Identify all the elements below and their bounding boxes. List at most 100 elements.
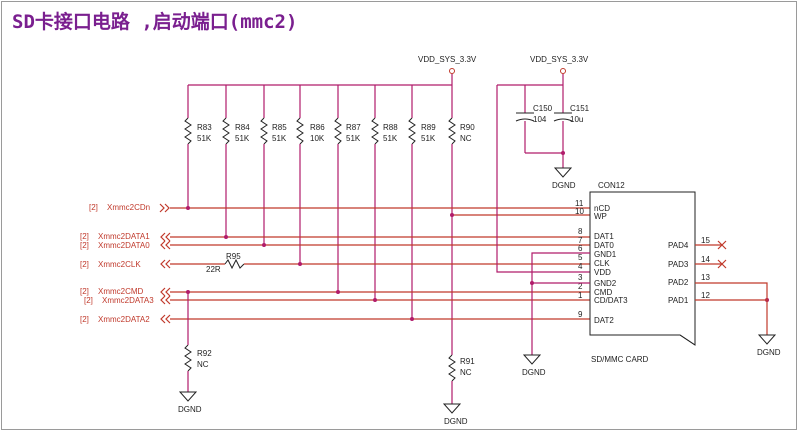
pullup-rail bbox=[188, 74, 453, 86]
resistor-r90: R90 NC bbox=[448, 85, 475, 355]
pin-num-7: 7 bbox=[578, 236, 583, 245]
pin-name-clk: CLK bbox=[594, 259, 610, 268]
net-name-data2: Xmmc2DATA2 bbox=[98, 315, 150, 324]
pin-num-2: 2 bbox=[578, 282, 583, 291]
resistor-r89: R89 51K bbox=[408, 85, 436, 319]
r87-ref: R87 bbox=[346, 123, 361, 132]
r91-ref: R91 bbox=[460, 357, 475, 366]
r84-value: 51K bbox=[235, 134, 250, 143]
r95-ref: R95 bbox=[226, 252, 241, 261]
r83-ref: R83 bbox=[197, 123, 212, 132]
ground-label-pads: DGND bbox=[757, 348, 781, 357]
pin-name-dat0: DAT0 bbox=[594, 241, 614, 250]
resistor-r88: R88 51K bbox=[371, 85, 398, 300]
r92-value: NC bbox=[197, 360, 209, 369]
resistor-r87: R87 51K bbox=[334, 85, 361, 292]
net-port-data3: [2] Xmmc2DATA3 bbox=[84, 295, 171, 305]
power-label-left: VDD_SYS_3.3V bbox=[418, 55, 477, 64]
pin-name-pad1: PAD1 bbox=[668, 296, 689, 305]
r85-ref: R85 bbox=[272, 123, 287, 132]
ground-label-r91: DGND bbox=[444, 417, 468, 426]
pin-name-dat2: DAT2 bbox=[594, 316, 614, 325]
net-tag-cmd: [2] bbox=[80, 287, 89, 296]
r90-value: NC bbox=[460, 134, 472, 143]
resistor-r91: R91 NC DGND bbox=[442, 354, 475, 426]
c150-value: 104 bbox=[533, 115, 547, 124]
pin-name-pad4: PAD4 bbox=[668, 241, 689, 250]
resistor-r92: R92 NC DGND bbox=[178, 344, 212, 414]
resistor-r83: R83 51K bbox=[184, 85, 212, 208]
pin-num-11: 11 bbox=[575, 199, 584, 208]
pin-num-13: 13 bbox=[701, 273, 710, 282]
pin-name-wp: WP bbox=[594, 212, 607, 221]
pin-num-8: 8 bbox=[578, 227, 583, 236]
capacitor-c150: C150 104 bbox=[515, 85, 553, 153]
power-symbol-left: VDD_SYS_3.3V bbox=[418, 55, 477, 74]
power-label-right: VDD_SYS_3.3V bbox=[530, 55, 589, 64]
net-port-clk: [2] Xmmc2CLK bbox=[80, 259, 171, 269]
pin-name-cmd: CMD bbox=[594, 288, 612, 297]
pin-num-15: 15 bbox=[701, 236, 710, 245]
r89-ref: R89 bbox=[421, 123, 436, 132]
net-tag-cdn: [2] bbox=[89, 203, 98, 212]
connector-left-pins: 11 nCD 10 WP 8 DAT1 7 DAT0 6 GND1 5 CLK … bbox=[575, 199, 628, 325]
page-title: SD卡接口电路 ,启动端口(mmc2) bbox=[12, 10, 297, 33]
pin-num-5: 5 bbox=[578, 253, 583, 262]
net-name-cdn: Xmmc2CDn bbox=[107, 203, 150, 212]
net-name-clk: Xmmc2CLK bbox=[98, 260, 141, 269]
connector-right-pins: PAD4 15 PAD3 14 PAD2 13 PAD1 12 DGND bbox=[668, 236, 781, 357]
pin-num-4: 4 bbox=[578, 262, 583, 271]
resistor-r85: R85 51K bbox=[260, 85, 287, 245]
c151-value: 10u bbox=[570, 115, 583, 124]
net-ports: [2] Xmmc2CDn [2] Xmmc2DATA1 [2] Xmmc2DAT… bbox=[80, 203, 171, 324]
net-tag-data2: [2] bbox=[80, 315, 89, 324]
pin-num-6: 6 bbox=[578, 244, 583, 253]
r86-value: 10K bbox=[310, 134, 325, 143]
net-name-data0: Xmmc2DATA0 bbox=[98, 241, 150, 250]
ground-label-gnd: DGND bbox=[522, 368, 546, 377]
net-tag-data1: [2] bbox=[80, 232, 89, 241]
net-name-data3: Xmmc2DATA3 bbox=[102, 296, 154, 305]
connector-ref: CON12 bbox=[598, 181, 625, 190]
r92-ref: R92 bbox=[197, 349, 212, 358]
ground-label-r92: DGND bbox=[178, 405, 202, 414]
net-port-data2: [2] Xmmc2DATA2 bbox=[80, 314, 171, 324]
ground-label-caps: DGND bbox=[552, 181, 576, 190]
pin-name-vdd: VDD bbox=[594, 268, 611, 277]
resistor-r84: R84 51K bbox=[222, 85, 250, 237]
net-name-cmd: Xmmc2CMD bbox=[98, 287, 144, 296]
pin-name-dat1: DAT1 bbox=[594, 232, 614, 241]
resistor-r86: R86 10K bbox=[296, 85, 325, 264]
net-name-data1: Xmmc2DATA1 bbox=[98, 232, 150, 241]
r83-value: 51K bbox=[197, 134, 212, 143]
pin-num-12: 12 bbox=[701, 291, 710, 300]
r88-value: 51K bbox=[383, 134, 398, 143]
c150-ref: C150 bbox=[533, 104, 553, 113]
net-port-cdn: [2] Xmmc2CDn bbox=[89, 203, 170, 213]
net-port-cmd: [2] Xmmc2CMD bbox=[80, 287, 171, 297]
connector-name: SD/MMC CARD bbox=[591, 355, 649, 364]
pin-name-pad3: PAD3 bbox=[668, 260, 689, 269]
net-tag-clk: [2] bbox=[80, 260, 89, 269]
r95-value: 22R bbox=[206, 265, 221, 274]
connector-con12: CON12 SD/MMC CARD 11 nCD 10 WP 8 DAT1 7 … bbox=[522, 181, 781, 377]
pin-name-gnd1: GND1 bbox=[594, 250, 617, 259]
pin-num-14: 14 bbox=[701, 255, 710, 264]
r85-value: 51K bbox=[272, 134, 287, 143]
pin-num-1: 1 bbox=[578, 291, 583, 300]
pin-num-9: 9 bbox=[578, 310, 583, 319]
r90-ref: R90 bbox=[460, 123, 475, 132]
junctions bbox=[186, 151, 769, 321]
pin-name-cd-dat3: CD/DAT3 bbox=[594, 296, 628, 305]
r84-ref: R84 bbox=[235, 123, 250, 132]
capacitor-c151: C151 10u bbox=[553, 85, 590, 168]
net-tag-data3: [2] bbox=[84, 296, 93, 305]
r89-value: 51K bbox=[421, 134, 436, 143]
pin-name-ncd: nCD bbox=[594, 204, 610, 213]
r91-value: NC bbox=[460, 368, 472, 377]
net-tag-data0: [2] bbox=[80, 241, 89, 250]
r86-ref: R86 bbox=[310, 123, 325, 132]
